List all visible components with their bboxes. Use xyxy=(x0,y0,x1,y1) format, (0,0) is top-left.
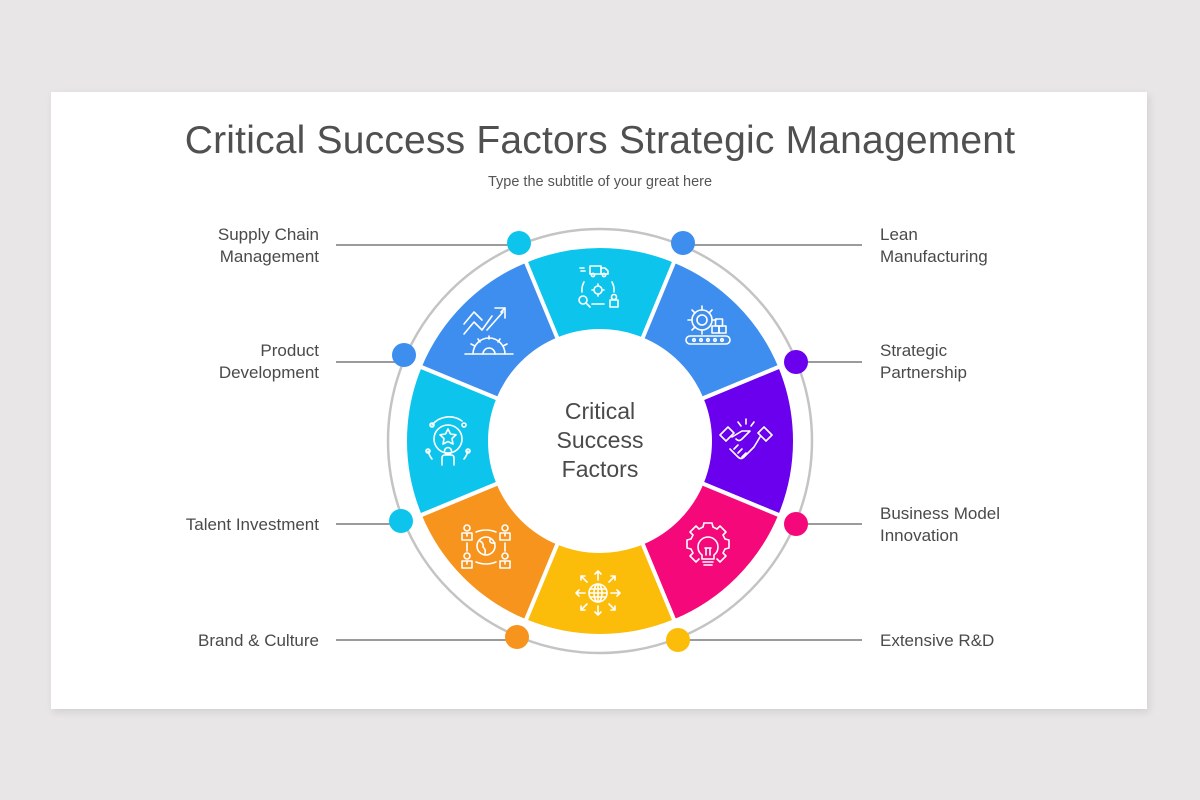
label-product-development-line1: Product xyxy=(260,341,319,360)
label-talent-investment-line1: Talent Investment xyxy=(185,515,319,534)
label-extensive-rnd-line1: Extensive R&D xyxy=(880,631,995,650)
segment-product-development[interactable] xyxy=(417,258,561,402)
dot-product-development xyxy=(392,343,416,367)
label-strategic-partnership-line2: Partnership xyxy=(880,363,967,382)
dot-strategic-partnership xyxy=(784,350,808,374)
dot-supply-chain xyxy=(507,231,531,255)
center-line-2: Success xyxy=(556,427,644,453)
dot-brand-culture xyxy=(505,625,529,649)
slide-title: Critical Success Factors Strategic Manag… xyxy=(184,119,1016,162)
gear-conveyor-icon xyxy=(685,305,731,345)
label-lean-manufacturing-line2: Manufacturing xyxy=(880,247,988,266)
label-lean-manufacturing-line1: Lean xyxy=(880,225,918,244)
dot-business-model xyxy=(784,512,808,536)
dot-lean-manufacturing xyxy=(671,231,695,255)
label-lean-manufacturing: Lean Manufacturing xyxy=(880,224,1100,268)
label-product-development-line2: Development xyxy=(218,363,319,382)
growth-gear-icon xyxy=(463,307,514,355)
label-product-development: Product Development xyxy=(119,340,319,384)
label-supply-chain: Supply Chain Management xyxy=(119,224,319,268)
supply-chain-icon xyxy=(578,265,619,308)
label-extensive-rnd: Extensive R&D xyxy=(880,630,1100,652)
segments xyxy=(402,243,798,639)
handshake-icon xyxy=(719,418,773,460)
label-brand-culture-line1: Brand & Culture xyxy=(198,631,319,650)
dot-extensive-rnd xyxy=(666,628,690,652)
label-business-model-line1: Business Model xyxy=(880,504,1001,523)
outer-ring xyxy=(386,227,814,655)
globe-arrows-icon xyxy=(575,570,621,616)
dot-talent-investment xyxy=(389,509,413,533)
center-line-1: Critical xyxy=(564,398,636,424)
label-supply-chain-line2: Management xyxy=(219,247,319,266)
slide-subtitle: Type the subtitle of your great here xyxy=(487,174,713,190)
lightbulb-gear-icon xyxy=(686,522,730,566)
center-title: Critical Success Factors xyxy=(500,397,700,484)
star-person-icon xyxy=(425,416,471,466)
marker-dots xyxy=(389,231,808,652)
label-strategic-partnership: Strategic Partnership xyxy=(880,340,1100,384)
center-circle xyxy=(491,332,709,550)
label-supply-chain-line1: Supply Chain xyxy=(217,225,319,244)
people-globe-icon xyxy=(461,524,511,569)
label-strategic-partnership-line1: Strategic xyxy=(880,341,948,360)
label-business-model-innovation: Business Model Innovation xyxy=(880,503,1100,547)
label-talent-investment: Talent Investment xyxy=(119,514,319,536)
label-brand-culture: Brand & Culture xyxy=(119,630,319,652)
label-business-model-line2: Innovation xyxy=(880,526,959,545)
center-line-3: Factors xyxy=(561,456,639,482)
